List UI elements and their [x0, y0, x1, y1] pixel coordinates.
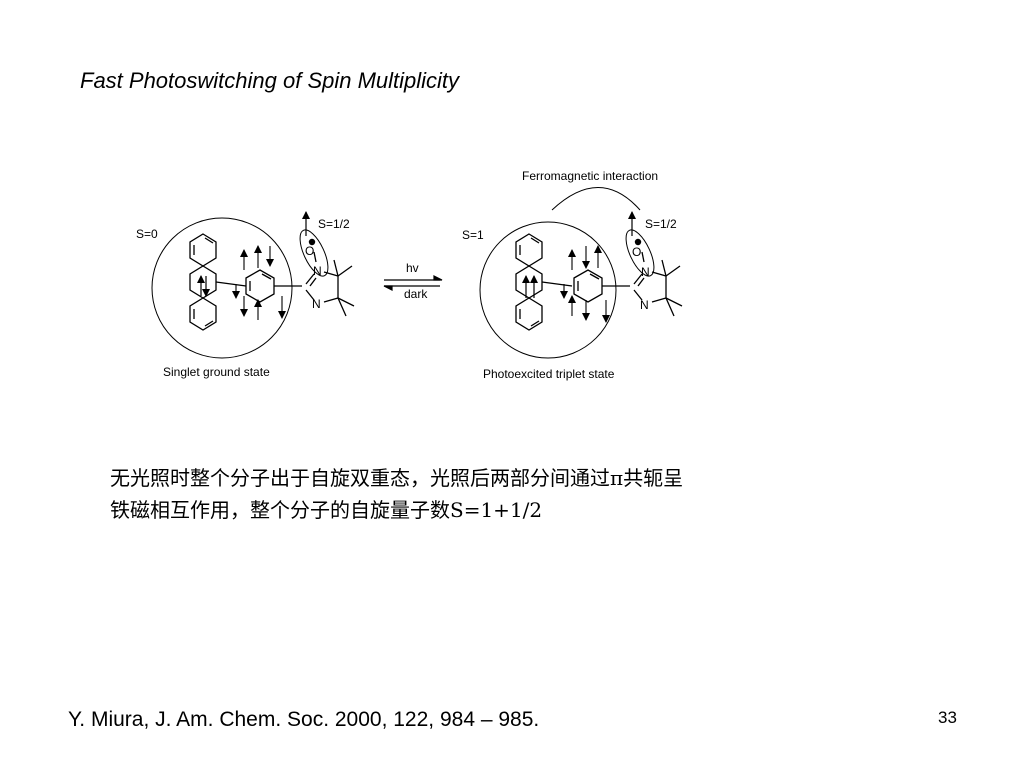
radical-orbital-ellipse-excited — [625, 229, 655, 277]
atom-nitrogen-1-excited: N — [641, 265, 650, 279]
phenylene-spin-arrows-excited — [560, 245, 610, 323]
atom-nitrogen-2: N — [312, 297, 321, 311]
singlet-spin-label: S=0 — [136, 227, 158, 241]
atom-oxygen: O — [305, 244, 314, 258]
equilibrium-arrows — [383, 275, 443, 291]
triplet-enclosure-circle — [479, 221, 617, 359]
page-number: 33 — [938, 708, 957, 727]
phenylene-spin-arrows — [232, 245, 286, 320]
singlet-paired-spin-arrows — [197, 275, 210, 297]
anthracene-ring-system — [189, 233, 217, 331]
radical-orbital-ellipse — [299, 229, 329, 277]
atom-nitrogen-1: N — [313, 264, 322, 278]
phenylene-ring-excited — [573, 269, 603, 303]
phenylene-ring — [245, 269, 275, 303]
atom-oxygen-excited: O — [632, 245, 641, 259]
forward-condition-label: hv — [406, 261, 419, 275]
unpaired-electron-dot — [308, 238, 316, 246]
citation-reference: Y. Miura, J. Am. Chem. Soc. 2000, 122, 9… — [68, 708, 540, 731]
singlet-radical-spin-label: S=1/2 — [318, 217, 350, 231]
triplet-parallel-spin-arrows — [522, 275, 538, 298]
anthracene-ring-system-excited — [515, 233, 543, 331]
interaction-arc — [551, 187, 641, 211]
triplet-molecule: Ferromagnetic interaction — [462, 169, 683, 381]
chinese-caption: 无光照时整个分子出于自旋双重态，光照后两部分间通过π共轭呈 铁磁相互作用，整个分… — [110, 462, 870, 526]
triplet-spin-label: S=1 — [462, 228, 484, 242]
reverse-condition-label: dark — [404, 287, 428, 301]
singlet-molecule: O N N S=0 S=1/2 Singlet ground state — [136, 211, 355, 379]
nitroxide-ring — [305, 251, 355, 317]
triplet-radical-spin-label: S=1/2 — [645, 217, 677, 231]
caption-line-1: 无光照时整个分子出于自旋双重态，光照后两部分间通过π共轭呈 — [110, 466, 684, 490]
reaction-scheme: O N N S=0 S=1/2 Singlet ground state hv … — [136, 169, 683, 381]
slide-title: Fast Photoswitching of Spin Multiplicity — [80, 68, 460, 93]
atom-nitrogen-2-excited: N — [640, 298, 649, 312]
ferromagnetic-interaction-label: Ferromagnetic interaction — [522, 169, 658, 183]
singlet-state-caption: Singlet ground state — [163, 365, 270, 379]
unpaired-electron-dot-excited — [634, 238, 642, 246]
singlet-enclosure-circle — [151, 217, 293, 359]
triplet-state-caption: Photoexcited triplet state — [483, 367, 615, 381]
nitroxide-ring-excited — [633, 251, 683, 317]
caption-line-2: 铁磁相互作用，整个分子的自旋量子数S=1+1/2 — [110, 498, 543, 522]
